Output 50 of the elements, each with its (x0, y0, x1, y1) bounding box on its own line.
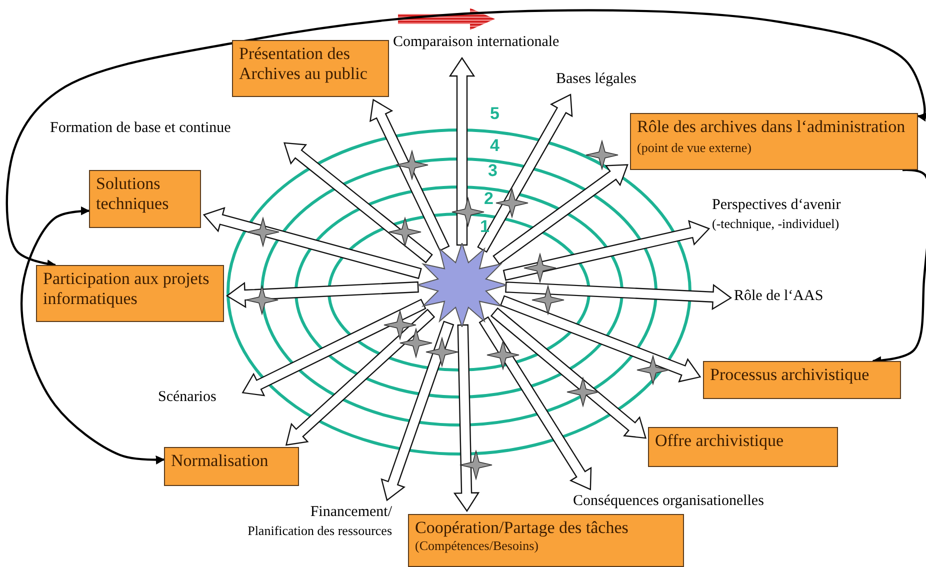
label-box (89, 170, 201, 228)
box-text: Présentation des Archives au public (239, 44, 368, 85)
block-arrow (477, 94, 573, 253)
ring-number: 5 (490, 105, 500, 122)
label-box (164, 447, 299, 486)
block-arrow (502, 220, 710, 281)
node-text: Perspectives d‘avenir (712, 196, 842, 215)
ring-number: 4 (490, 137, 500, 154)
ring-number: 2 (484, 190, 494, 207)
block-arrow (505, 281, 732, 310)
block-arrow (202, 207, 422, 280)
box-text: Offre archivistique (655, 431, 785, 452)
box-text: Processus archivistique (710, 365, 870, 386)
node-text: Rôle de l‘AAS (734, 287, 824, 306)
block-arrow (478, 316, 592, 490)
ring-number: 1 (480, 218, 490, 235)
box-text: Normalisation (171, 451, 270, 472)
box-text: Participation aux projets informatiques (43, 269, 210, 310)
curved-arrow (20, 206, 165, 464)
label-box (36, 265, 224, 322)
block-arrow (448, 56, 476, 246)
node-text: Conséquences organisationelles (573, 492, 765, 511)
label-box (703, 361, 901, 399)
block-arrow (490, 307, 647, 439)
label-box (630, 113, 918, 170)
node-text: Financement/ (309, 503, 392, 522)
node-text: Scénarios (158, 388, 218, 407)
block-arrow (453, 324, 480, 512)
block-arrow (492, 164, 628, 265)
block-arrow (500, 295, 702, 382)
block-arrow (226, 281, 419, 308)
label-box (408, 514, 684, 567)
block-arrow (242, 298, 426, 396)
block-arrow (370, 98, 450, 252)
box-text: (point de vue externe) (637, 140, 752, 156)
node-text: Formation de base et continue (50, 119, 232, 138)
box-text: (Compétences/Besoins) (415, 538, 540, 554)
label-box (232, 40, 389, 97)
node-text: (-technique, -individuel) (712, 216, 840, 232)
node-text: Bases légales (556, 70, 638, 89)
block-arrow (285, 308, 436, 446)
node-text: Comparaison internationale (393, 33, 560, 52)
block-arrow (380, 320, 454, 502)
ring-number: 3 (488, 162, 498, 179)
block-arrow (284, 142, 433, 264)
node-text: Planification des ressources (246, 522, 392, 540)
box-text: Rôle des archives dans l‘administration (637, 117, 906, 136)
box-text: Coopération/Partage des tâches (415, 518, 630, 538)
box-text: Solutions techniques (96, 174, 170, 215)
label-box (648, 427, 838, 467)
